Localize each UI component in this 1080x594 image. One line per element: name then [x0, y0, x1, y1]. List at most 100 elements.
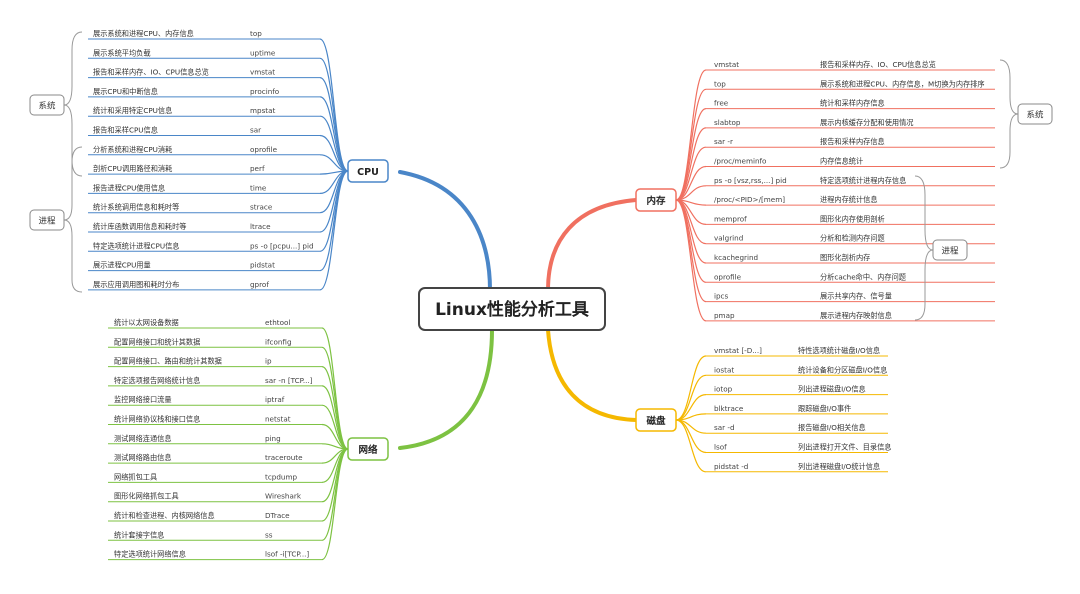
- network-cmd: iptraf: [265, 395, 285, 404]
- cpu-group-process: 进程: [29, 209, 65, 231]
- cpu-item[interactable]: 统计和采用特定CPU信息 mpstat: [88, 106, 349, 172]
- memory-cmd: free: [714, 99, 729, 108]
- root-node[interactable]: Linux性能分析工具: [418, 287, 606, 331]
- cpu-cmd: ps -o [pcpu...] pid: [250, 241, 314, 250]
- disk-cmd: lsof: [714, 443, 727, 452]
- network-item[interactable]: 监控网络接口流量 iptraf: [108, 395, 349, 450]
- memory-desc: 进程内存统计信息: [820, 195, 878, 204]
- disk-cmd: blktrace: [714, 404, 744, 413]
- network-node[interactable]: 网络: [347, 437, 389, 461]
- disk-connector: [675, 355, 707, 421]
- cpu-cmd: gprof: [250, 280, 269, 289]
- cpu-desc: 剖析CPU调用路径和消耗: [93, 164, 172, 173]
- network-cmd: tcpdump: [265, 472, 297, 481]
- cpu-group-process-label: 进程: [38, 217, 56, 227]
- network-connector: [321, 404, 349, 450]
- network-desc: 监控网络接口流量: [114, 395, 172, 404]
- network-cmd: ping: [265, 434, 281, 443]
- cpu-cmd: strace: [250, 203, 273, 212]
- memory-cmd: /proc/meminfo: [714, 157, 766, 166]
- network-cmd: lsof -i[TCP...]: [265, 550, 309, 559]
- disk-desc: 特性选项统计磁盘I/O信息: [798, 346, 880, 355]
- cpu-cmd: sar: [250, 126, 261, 135]
- disk-item[interactable]: vmstat [-D...]特性选项统计磁盘I/O信息: [675, 346, 888, 421]
- cpu-cmd: time: [250, 183, 267, 192]
- memory-cmd: oprofile: [714, 272, 742, 281]
- memory-item[interactable]: /proc/<PID>/[mem] 进程内存统计信息: [675, 195, 995, 206]
- cpu-desc: 统计库函数调用信息和耗时等: [93, 222, 186, 231]
- network-item[interactable]: 测试网络连通信息 ping: [108, 434, 349, 450]
- cpu-connector: [319, 170, 349, 291]
- cpu-cmd: mpstat: [250, 106, 276, 115]
- network-desc: 配置网络接口和统计其数据: [114, 337, 200, 346]
- network-cmd: Wireshark: [265, 492, 302, 501]
- network-desc: 统计网络协议栈和接口信息: [114, 415, 200, 424]
- memory-desc: 报告和采样内存、IO、CPU信息总览: [820, 60, 936, 69]
- cpu-cmd: ltrace: [250, 222, 271, 231]
- memory-desc: 展示系统和进程CPU、内存信息，M切换为内存排序: [820, 79, 985, 88]
- cpu-desc: 分析系统和进程CPU消耗: [93, 145, 172, 154]
- cpu-node[interactable]: CPU: [347, 159, 389, 183]
- memory-cmd: top: [714, 79, 726, 88]
- cpu-desc: 统计和采用特定CPU信息: [93, 106, 172, 115]
- memory-desc: 图形化内存使用剖析: [820, 214, 885, 223]
- root-title: Linux性能分析工具: [435, 299, 589, 320]
- memory-cmd: ipcs: [714, 292, 729, 301]
- network-cmd: ifconfig: [265, 337, 292, 346]
- network-desc: 图形化网络抓包工具: [114, 492, 179, 501]
- memory-cmd: ps -o [vsz,rss,...] pid: [714, 176, 787, 185]
- network-node-label: 网络: [358, 444, 378, 456]
- network-desc: 测试网络连通信息: [114, 434, 172, 443]
- cpu-group-system-label: 系统: [38, 101, 56, 112]
- memory-node[interactable]: 内存: [635, 188, 677, 212]
- disk-desc: 列出进程磁盘I/O信息: [798, 385, 866, 394]
- memory-system-bracket: [999, 59, 1019, 169]
- trunk-to-cpu: [398, 170, 492, 292]
- network-cmd: netstat: [265, 415, 291, 424]
- memory-desc: 展示进程内存映射信息: [820, 311, 892, 320]
- disk-desc: 列出进程打开文件、目录信息: [798, 443, 891, 452]
- cpu-desc: 展示系统平均负载: [93, 48, 151, 57]
- memory-group-process: 进程: [932, 239, 968, 261]
- cpu-item[interactable]: 剖析CPU调用路径和消耗 perf: [88, 164, 349, 175]
- cpu-cmd: perf: [250, 164, 265, 173]
- network-item[interactable]: 配置网络接口和统计其数据 ifconfig: [108, 337, 349, 450]
- cpu-group-system: 系统: [29, 94, 65, 116]
- network-cmd: DTrace: [265, 511, 290, 520]
- disk-node-label: 磁盘: [646, 415, 666, 427]
- disk-item[interactable]: iostat 统计设备和分区磁盘I/O信息: [675, 365, 888, 421]
- network-cmd: traceroute: [265, 453, 303, 462]
- disk-desc: 统计设备和分区磁盘I/O信息: [798, 365, 887, 374]
- memory-cmd: /proc/<PID>/[mem]: [714, 195, 785, 204]
- memory-group-process-label: 进程: [941, 247, 959, 257]
- cpu-item[interactable]: 统计库函数调用信息和耗时等 ltrace: [88, 170, 349, 233]
- trunk-to-disk: [546, 328, 638, 422]
- cpu-connector: [319, 170, 349, 272]
- network-desc: 特定选项报告网络统计信息: [114, 376, 200, 385]
- memory-process-bracket: [914, 175, 934, 321]
- trunk-to-memory: [546, 198, 638, 292]
- disk-cmd: iostat: [714, 365, 734, 374]
- disk-node[interactable]: 磁盘: [635, 408, 677, 432]
- memory-connector: [675, 108, 707, 201]
- network-desc: 配置网络接口、路由和统计其数据: [114, 357, 222, 366]
- network-cmd: ip: [265, 357, 272, 366]
- memory-connector: [675, 199, 707, 322]
- cpu-cmd: procinfo: [250, 87, 279, 96]
- memory-desc: 报告和采样内存信息: [820, 137, 885, 146]
